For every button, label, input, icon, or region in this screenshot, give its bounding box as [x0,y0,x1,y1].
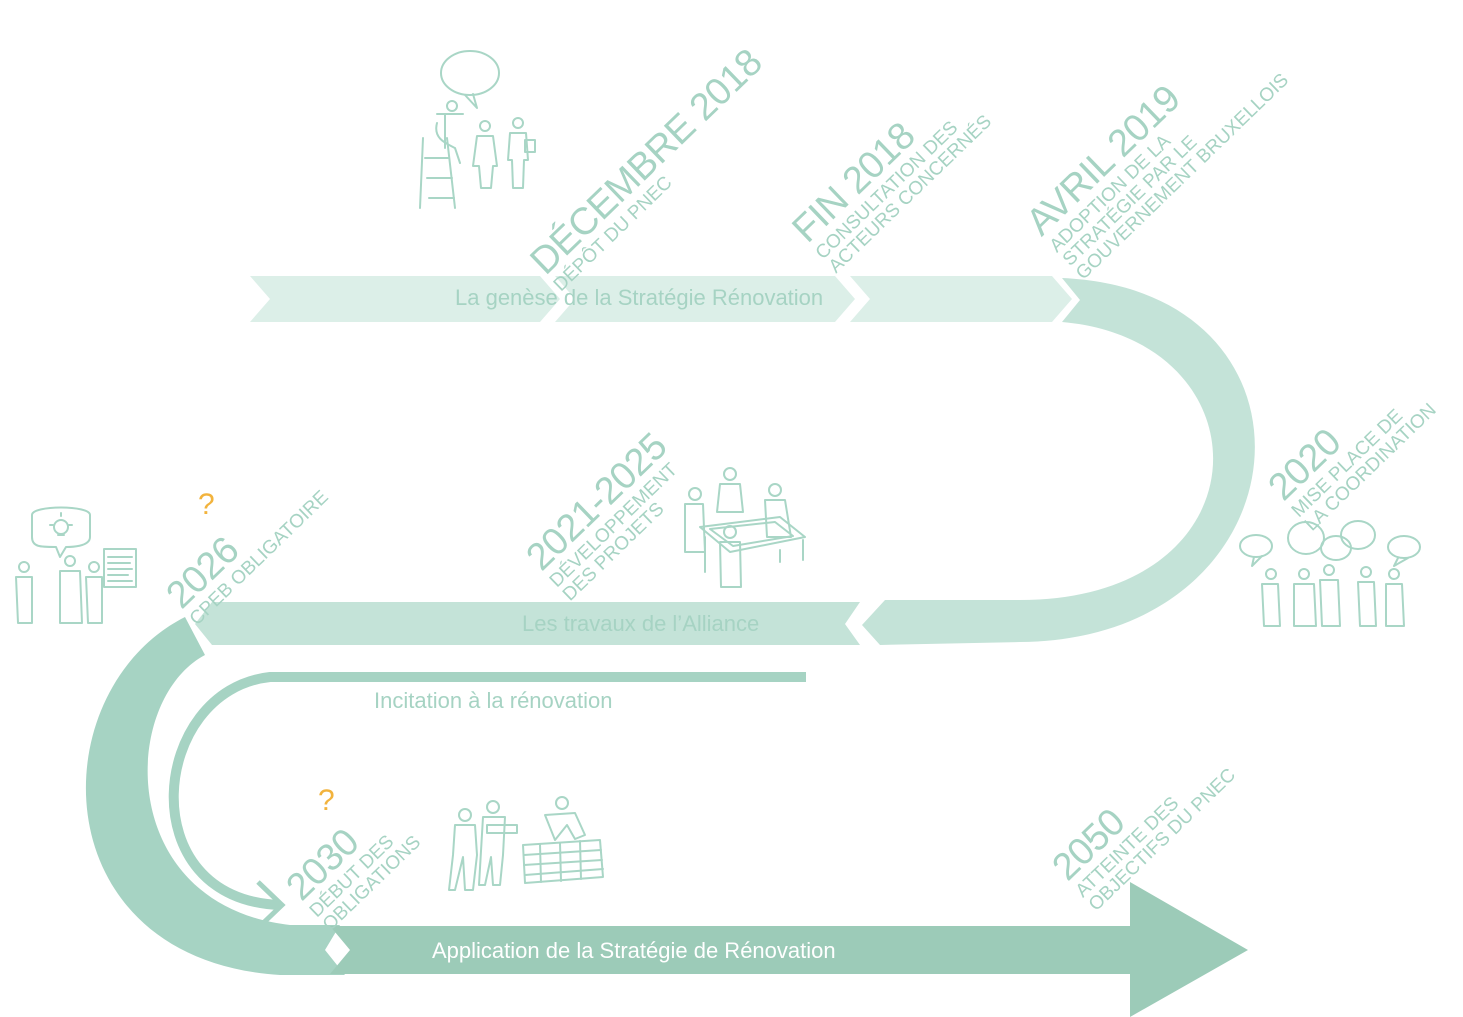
top-band-label: La genèse de la Stratégie Rénovation [455,285,824,310]
right-curve [862,278,1255,645]
middle-band-label: Les travaux de l’Alliance [522,611,760,636]
top-band-segment-2 [555,276,855,322]
bottom-band-label: Application de la Stratégie de Rénovatio… [432,938,836,963]
left-curve [85,617,345,975]
question-mark-2026: ? [198,488,215,521]
lightbulb-presentation-icon [15,506,137,624]
meeting-table-icon [684,467,806,588]
bottom-band [330,882,1248,1017]
middle-band [195,602,860,645]
top-band-segment-1 [250,276,560,322]
bricklayers-icon [448,796,604,891]
incitation-label: Incitation à la rénovation [374,688,613,713]
top-band-segment-3 [850,276,1072,322]
top-band [250,276,1072,322]
incitation-arrow [168,672,806,930]
question-mark-2030: ? [318,784,335,817]
speech-ladder-people-icon [419,50,536,209]
speech-bubbles-group-icon [1239,520,1421,627]
